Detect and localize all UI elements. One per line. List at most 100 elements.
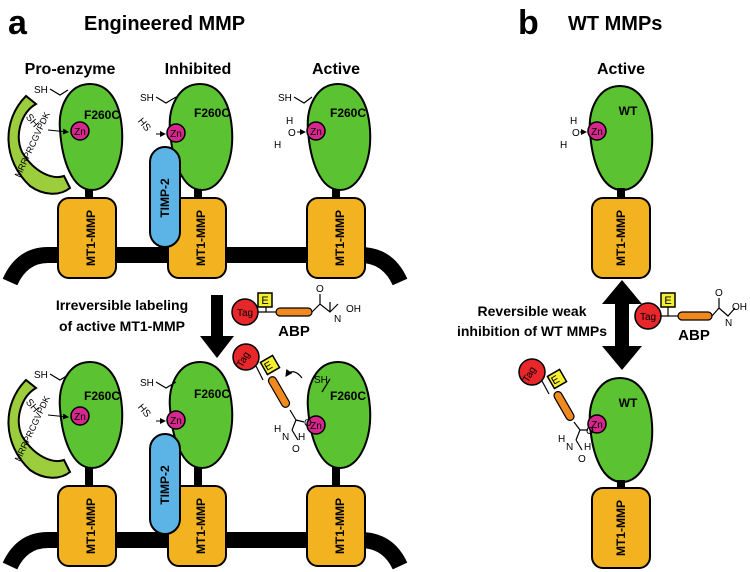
hydroxamate — [311, 294, 339, 313]
wt-label: WT — [619, 396, 638, 410]
down-arrow — [200, 295, 234, 358]
abp-linker — [677, 311, 713, 321]
zn-ion — [166, 123, 186, 143]
coord-arrow — [47, 128, 69, 135]
sh-label: SH — [140, 378, 154, 389]
mt1-stalk — [332, 466, 340, 490]
e-box — [259, 354, 281, 376]
n-atom: N — [566, 442, 573, 453]
f260c-label: F260C — [194, 387, 230, 401]
mt1-mmp-label: MT1-MMP — [194, 498, 208, 554]
o-atom: O — [715, 288, 723, 299]
h-atom: H — [570, 116, 577, 127]
hydroxamate — [289, 409, 305, 441]
e-box — [660, 292, 676, 308]
wt-label: WT — [619, 104, 638, 118]
o-atom: O — [578, 454, 586, 465]
mt1-mmp-label: MT1-MMP — [84, 210, 98, 266]
sh-label: SH — [140, 93, 154, 104]
f260c-label: F260C — [84, 389, 120, 403]
tag-circle — [232, 343, 260, 371]
sh-label: SH — [34, 370, 48, 381]
mt1-mmp-domain — [57, 197, 117, 279]
catalytic-domain — [58, 82, 124, 192]
catalytic-domain — [168, 360, 234, 470]
mt1-stalk — [85, 466, 93, 490]
zn-label: Zn — [74, 127, 86, 138]
h-atom: H — [274, 140, 281, 151]
f260c-label: F260C — [194, 106, 230, 120]
panel-a-title: Engineered MMP — [84, 13, 245, 35]
h-atom: H — [298, 432, 305, 443]
h-atom: H — [584, 442, 591, 453]
abp-linker — [553, 391, 575, 421]
mt1-stalk — [85, 183, 93, 201]
cys-chain — [155, 96, 177, 104]
arrow-a-label-1: Irreversible labeling — [56, 297, 188, 313]
cys-chain — [49, 373, 69, 381]
o-atom: O — [304, 418, 312, 429]
cys-chain — [321, 378, 331, 393]
h-atom: H — [560, 140, 567, 151]
zn-label: Zn — [170, 416, 182, 427]
hs-label: HS — [135, 116, 153, 134]
zn-label: Zn — [310, 421, 322, 432]
coord-arrow — [47, 413, 69, 420]
wt-active: WT Zn H O H MT1-MMP — [560, 84, 654, 279]
hs-label: HS — [135, 402, 153, 420]
zn-ion — [70, 121, 90, 141]
catalytic-domain — [306, 82, 372, 192]
hydroxamate — [711, 298, 736, 317]
mt1-mmp-label: MT1-MMP — [194, 210, 208, 266]
zn-ion — [306, 121, 326, 141]
o-atom: O — [586, 426, 594, 437]
hydroxamate — [573, 421, 588, 451]
abp-probe: Tag E ABP O N OH — [231, 284, 361, 340]
zn-label: Zn — [74, 412, 86, 423]
linker-line — [255, 365, 264, 381]
panel-b-title: WT MMPs — [568, 13, 662, 35]
mt1-mmp-domain — [591, 487, 651, 569]
timp-2-label: TIMP-2 — [158, 465, 172, 505]
top-proenzyme: MT1-MMP F260C Zn SH SH MRRPRCGVPDK — [7, 82, 124, 279]
zn-ion — [306, 415, 326, 435]
cys-chain — [49, 88, 69, 96]
tag-label: Tag — [640, 312, 656, 323]
tag-circle — [518, 358, 546, 386]
bottom-inhibited: MT1-MMP F260C Zn SH HS TIMP-2 — [135, 360, 234, 567]
mt1-stalk — [194, 183, 202, 201]
n-atom: N — [725, 318, 732, 329]
panel-b-letter: b — [518, 4, 539, 42]
catalytic-domain — [58, 360, 124, 470]
double-arrow — [602, 280, 642, 370]
n-atom: N — [282, 432, 289, 443]
header-active: Active — [312, 61, 360, 78]
tag-label: Tag — [237, 308, 253, 319]
arrow-b-label-2: inhibition of WT MMPs — [457, 323, 607, 339]
zn-ion — [587, 121, 607, 141]
mt1-stalk — [332, 183, 340, 201]
oh-label: OH — [732, 302, 747, 313]
catalytic-domain — [168, 82, 234, 192]
arrow-b-label-1: Reversible weak — [478, 303, 587, 319]
curved-arrow — [285, 369, 303, 379]
sh-label: SH — [34, 85, 48, 96]
top-active: MT1-MMP F260C Zn SH H O H — [274, 82, 372, 279]
header-active-wt: Active — [597, 61, 645, 78]
linker-line — [661, 307, 669, 317]
mt1-mmp-label: MT1-MMP — [333, 210, 347, 266]
h-atom: H — [558, 434, 565, 445]
mt1-mmp-label: MT1-MMP — [333, 498, 347, 554]
e-box — [257, 292, 273, 308]
panel-a-letter: a — [8, 4, 28, 42]
abp-label: ABP — [678, 327, 710, 344]
e-label: E — [261, 295, 268, 307]
zn-ion — [587, 414, 607, 434]
o-atom: O — [572, 128, 580, 139]
bottom-active-labeled: MT1-MMP F260C Zn SH Tag E O N H O H — [232, 343, 372, 567]
timp-2-label: TIMP-2 — [158, 178, 172, 218]
mt1-mmp-label: MT1-MMP — [614, 210, 628, 266]
timp-2 — [149, 146, 181, 248]
zn-label: Zn — [310, 127, 322, 138]
sh-label: SH — [278, 93, 292, 104]
